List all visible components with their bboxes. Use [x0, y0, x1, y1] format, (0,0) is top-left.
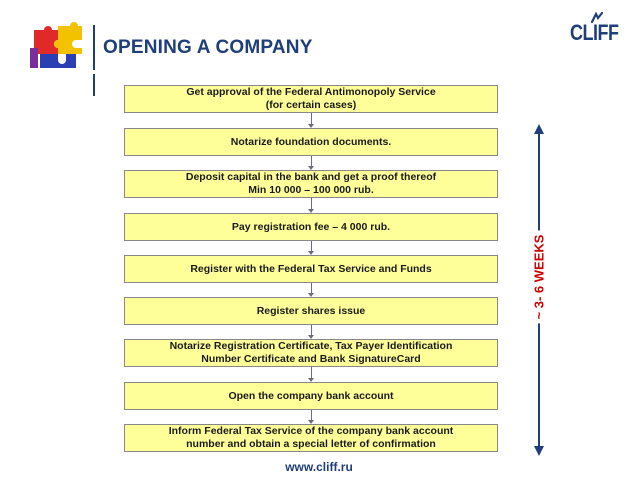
brand-mark-icon [590, 12, 604, 24]
step-box-8: Open the company bank account [124, 382, 498, 410]
step-box-5: Register with the Federal Tax Service an… [124, 255, 498, 283]
step-text: Inform Federal Tax Service of the compan… [168, 425, 454, 450]
title-divider [93, 25, 95, 70]
footer-url[interactable]: www.cliff.ru [285, 460, 353, 474]
puzzle-piece-blue [40, 54, 76, 68]
step-box-7: Notarize Registration Certificate, Tax P… [124, 339, 498, 367]
step-box-1: Get approval of the Federal Antimonopoly… [124, 85, 498, 113]
step-text: Deposit capital in the bank and get a pr… [185, 171, 437, 196]
step-box-9: Inform Federal Tax Service of the compan… [124, 424, 498, 452]
title-divider-tail [93, 74, 95, 96]
step-box-6: Register shares issue [124, 297, 498, 325]
step-text: Notarize Registration Certificate, Tax P… [169, 340, 453, 365]
step-box-3: Deposit capital in the bank and get a pr… [124, 170, 498, 198]
step-box-2: Notarize foundation documents. [124, 128, 498, 156]
brand-logo: CLIFF [570, 12, 619, 46]
puzzle-logo [30, 22, 82, 68]
step-text: Notarize foundation documents. [230, 135, 392, 148]
puzzle-piece-yellow [54, 22, 82, 54]
step-text: Register with the Federal Tax Service an… [190, 262, 432, 275]
step-text: Get approval of the Federal Antimonopoly… [186, 86, 436, 111]
page-title: OPENING A COMPANY [103, 37, 313, 58]
step-text: Register shares issue [256, 304, 366, 317]
step-text: Open the company bank account [228, 389, 394, 402]
duration-label: ~ 3- 6 WEEKS [531, 230, 547, 324]
puzzle-piece-purple [30, 48, 38, 68]
step-text: Pay registration fee – 4 000 rub. [231, 220, 391, 233]
puzzle-piece-red [34, 26, 58, 58]
brand-name: CLIFF [570, 19, 619, 45]
step-box-4: Pay registration fee – 4 000 rub. [124, 213, 498, 241]
